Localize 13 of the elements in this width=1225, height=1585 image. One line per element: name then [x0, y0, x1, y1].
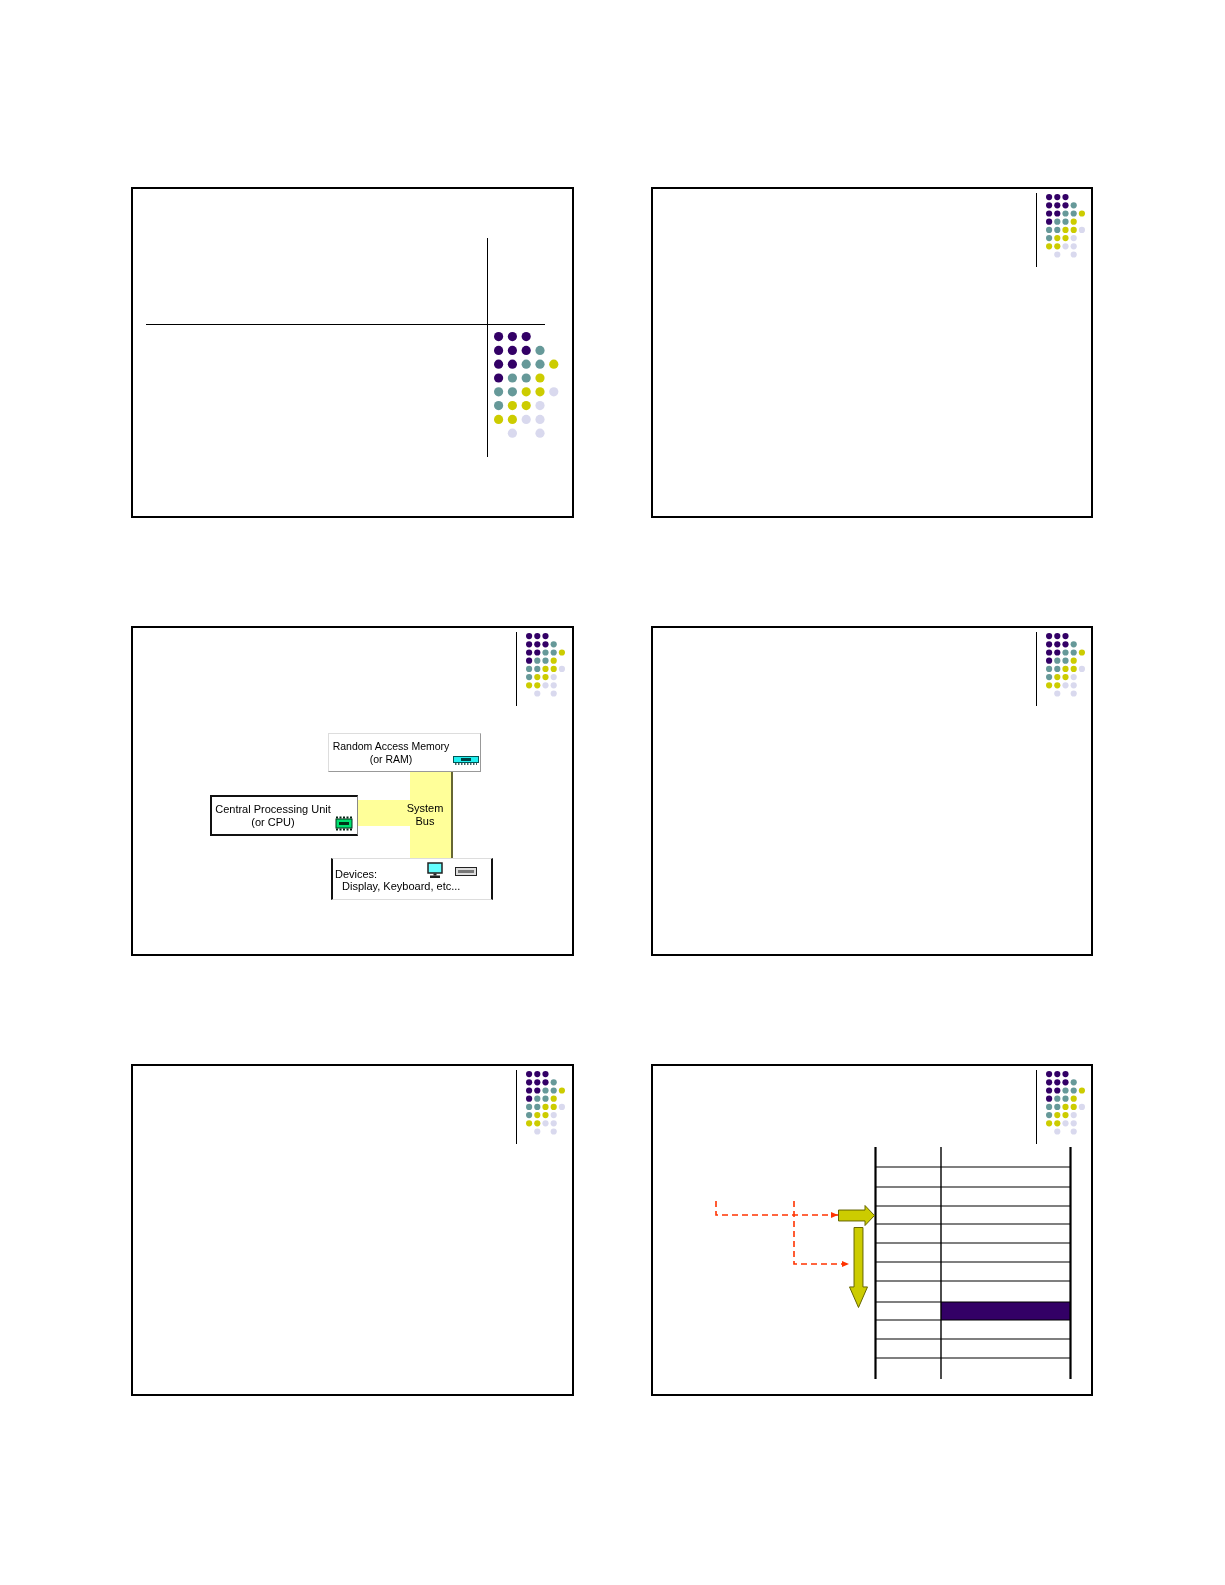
- component-box: [331, 858, 493, 900]
- box-heading: Devices:: [335, 868, 378, 880]
- box-label: Random Access Memory (or RAM): [331, 740, 451, 766]
- block-arrow: [838, 1205, 875, 1226]
- box-label: Display, Keyboard, etc...: [342, 880, 461, 892]
- dashed-arrow: [793, 1200, 850, 1267]
- box-label: System Bus: [405, 802, 445, 828]
- block-arrow: [849, 1227, 868, 1308]
- bus-band: [358, 772, 453, 858]
- dashed-arrow: [715, 1200, 839, 1218]
- box-label: Central Processing Unit (or CPU): [214, 803, 332, 829]
- component-box: [210, 795, 358, 836]
- component-box: [328, 733, 481, 772]
